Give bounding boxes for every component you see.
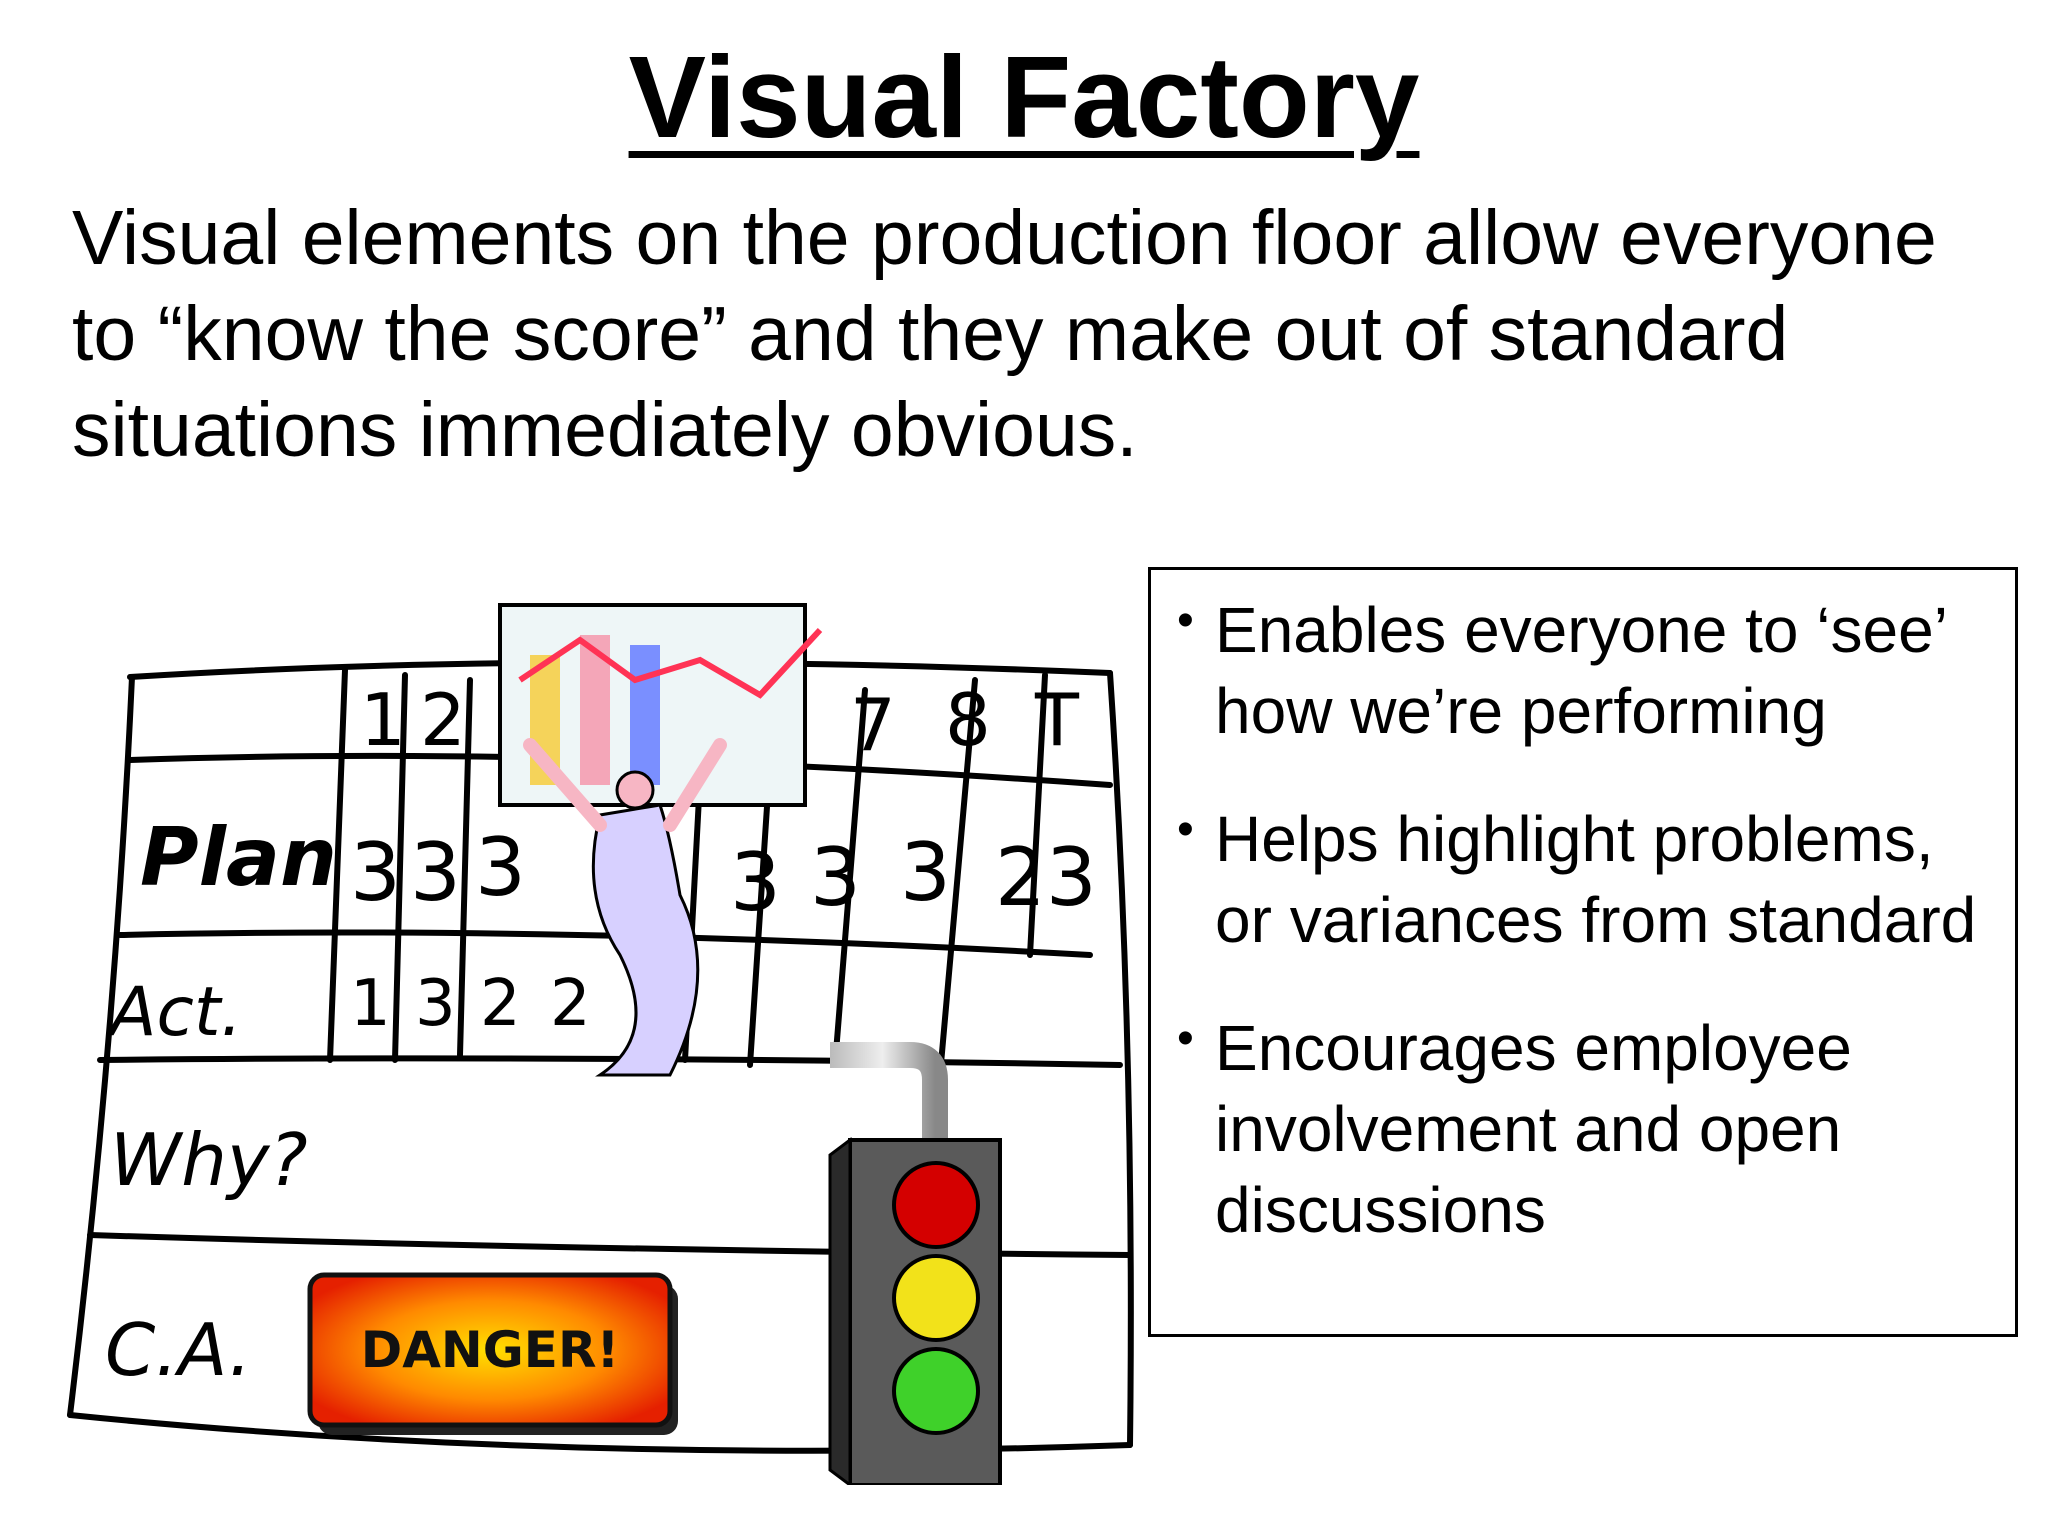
- row-label-plan: Plan: [140, 811, 337, 904]
- plan-cell: 3: [730, 836, 781, 929]
- benefit-item: • Helps highlight problems, or variances …: [1177, 799, 1995, 961]
- benefit-text: Helps highlight problems, or variances f…: [1215, 803, 1977, 956]
- plan-cell: 23: [995, 831, 1097, 924]
- benefit-text: Enables everyone to ‘see’ how we’re perf…: [1215, 594, 1946, 747]
- act-cell: 1: [350, 967, 391, 1041]
- header-cell: 2: [420, 678, 466, 762]
- plan-cell: 3: [350, 826, 401, 919]
- traffic-light: [828, 1042, 1002, 1485]
- bullet-icon: •: [1177, 803, 1194, 856]
- board-act-cells: 1 3 2 2: [350, 967, 591, 1041]
- benefit-item: • Encourages employee involvement and ope…: [1177, 1008, 1995, 1251]
- yellow-light: [892, 1254, 980, 1342]
- slide-title: Visual Factory: [628, 32, 1420, 162]
- red-light: [892, 1161, 980, 1249]
- header-cell: 1: [360, 678, 406, 762]
- danger-sign: DANGER!: [307, 1272, 678, 1435]
- benefits-list: • Enables everyone to ‘see’ how we’re per…: [1151, 570, 2015, 1251]
- benefit-text: Encourages employee involvement and open…: [1215, 1012, 1852, 1246]
- header-cell: 8: [945, 678, 991, 762]
- board-row-labels: Plan Act. Why? C.A.: [105, 811, 337, 1392]
- person-head: [615, 770, 655, 810]
- green-light: [892, 1347, 980, 1435]
- bullet-icon: •: [1177, 594, 1194, 647]
- plan-cell: 3: [475, 821, 526, 914]
- benefit-item: • Enables everyone to ‘see’ how we’re per…: [1177, 590, 1995, 752]
- danger-label: DANGER!: [361, 1321, 620, 1379]
- header-cell: 7: [850, 683, 896, 767]
- board-plan-cells: 3 3 3 3 3 3 23: [350, 821, 1097, 929]
- benefits-box: • Enables everyone to ‘see’ how we’re per…: [1148, 567, 2018, 1337]
- plan-cell: 3: [810, 831, 861, 924]
- plan-cell: 3: [410, 826, 461, 919]
- intro-text: Visual elements on the production floor …: [72, 195, 1937, 473]
- act-cell: 2: [480, 967, 521, 1041]
- act-cell: 3: [415, 967, 456, 1041]
- person-with-chart: [498, 603, 823, 1077]
- visual-board-illustration: Plan Act. Why? C.A. 1 2 7 8 T 3 3 3 3 3 …: [67, 603, 1134, 1485]
- row-label-ca: C.A.: [105, 1308, 252, 1392]
- board-header-cells: 1 2 7 8 T: [360, 678, 1080, 767]
- header-cell: T: [1034, 678, 1080, 762]
- plan-cell: 3: [900, 826, 951, 919]
- row-label-why: Why?: [110, 1118, 308, 1202]
- bullet-icon: •: [1177, 1012, 1194, 1065]
- act-cell: 2: [550, 967, 591, 1041]
- row-label-act: Act.: [106, 973, 242, 1052]
